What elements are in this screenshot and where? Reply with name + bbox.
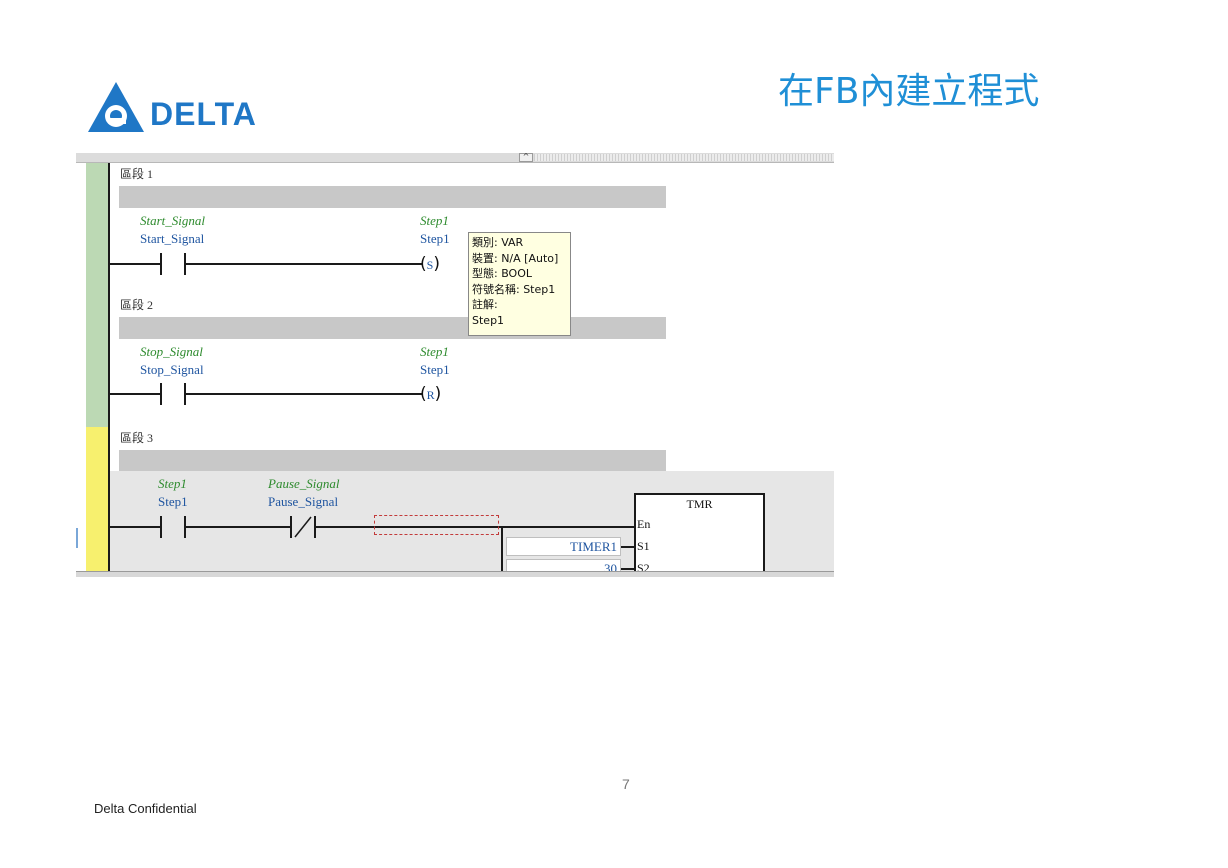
coil-comment: Step1 — [420, 213, 449, 228]
segment-comment-bar-3[interactable] — [119, 450, 666, 472]
pin-s1: S1 — [637, 539, 650, 553]
segment-comment-bar-2[interactable] — [119, 317, 666, 339]
contact-comment: Step1 — [158, 476, 187, 491]
rung-wire — [110, 263, 160, 265]
window-edge — [76, 528, 78, 548]
tooltip-symbol-name: 符號名稱: Step1 — [472, 282, 556, 296]
rung-wire — [186, 263, 422, 265]
contact-comment: Pause_Signal — [268, 476, 340, 491]
rung-wire — [186, 526, 290, 528]
tooltip-comment: Step1 — [472, 313, 505, 327]
contact-name: Stop_Signal — [140, 362, 204, 377]
coil-comment: Step1 — [420, 344, 449, 359]
contact-comment: Start_Signal — [140, 213, 206, 228]
scroll-up-arrow-icon[interactable]: ^ — [519, 153, 533, 162]
gutter-compiled — [86, 163, 108, 427]
brand-name: DELTA — [150, 96, 257, 132]
rung-branch — [501, 526, 503, 571]
rung-wire — [621, 546, 634, 548]
contact-name: Start_Signal — [140, 231, 205, 246]
symbol-tooltip: 類別: VAR 裝置: N/A [Auto] 型態: BOOL 符號名稱: St… — [468, 232, 571, 336]
tooltip-device: 裝置: N/A [Auto] — [472, 251, 559, 265]
coil-name: Step1 — [420, 231, 450, 246]
pin-en: En — [637, 517, 651, 531]
nc-contact-slash-icon — [294, 516, 312, 538]
no-contact-start-right[interactable] — [184, 253, 186, 275]
no-contact-step1-left[interactable] — [160, 516, 162, 538]
no-contact-stop-right[interactable] — [184, 383, 186, 405]
delta-logo-icon — [88, 82, 144, 132]
tmr-function-block[interactable]: TMR En S1 S2 — [634, 493, 765, 577]
tooltip-type: 型態: BOOL — [472, 267, 533, 280]
nc-contact-pause-left[interactable] — [290, 516, 292, 538]
rung-wire — [316, 526, 634, 528]
horizontal-scrollbar[interactable] — [76, 153, 834, 163]
block-name: TMR — [686, 497, 713, 511]
slide-title: 在FB內建立程式 — [778, 71, 1040, 112]
rung-wire — [110, 526, 160, 528]
page-number: 7 — [622, 776, 630, 792]
footer-confidential: Delta Confidential — [94, 801, 197, 816]
left-power-rail — [108, 163, 110, 577]
scroll-track[interactable] — [534, 154, 834, 161]
segment-comment-bar-1[interactable] — [119, 186, 666, 208]
ladder-editor[interactable]: ^ 區段 1 Start_Signal Start_Signal Step1 S… — [76, 153, 834, 577]
coil-type: R — [426, 388, 435, 402]
nc-contact-pause-right[interactable] — [314, 516, 316, 538]
coil-type: S — [426, 258, 434, 272]
segment-label-2: 區段 2 — [120, 298, 154, 312]
rung-wire — [621, 568, 634, 570]
editor-bottom-edge — [76, 571, 834, 577]
insert-cursor-box[interactable] — [374, 515, 499, 535]
gutter-modified — [86, 427, 108, 577]
timer-param-s1[interactable]: TIMER1 — [506, 537, 621, 556]
no-contact-start-left[interactable] — [160, 253, 162, 275]
coil-name: Step1 — [420, 362, 450, 377]
rung-wire — [110, 393, 160, 395]
reset-coil[interactable]: (R) — [420, 384, 442, 404]
tooltip-class: 類別: VAR — [472, 236, 524, 249]
contact-name: Pause_Signal — [268, 494, 339, 509]
segment-label-3: 區段 3 — [120, 431, 154, 445]
contact-comment: Stop_Signal — [140, 344, 203, 359]
rung-wire — [186, 393, 422, 395]
contact-name: Step1 — [158, 494, 188, 509]
no-contact-step1-right[interactable] — [184, 516, 186, 538]
set-coil[interactable]: (S) — [420, 254, 440, 274]
no-contact-stop-left[interactable] — [160, 383, 162, 405]
tooltip-comment-label: 註解: — [472, 298, 498, 311]
segment-label-1: 區段 1 — [120, 167, 154, 181]
